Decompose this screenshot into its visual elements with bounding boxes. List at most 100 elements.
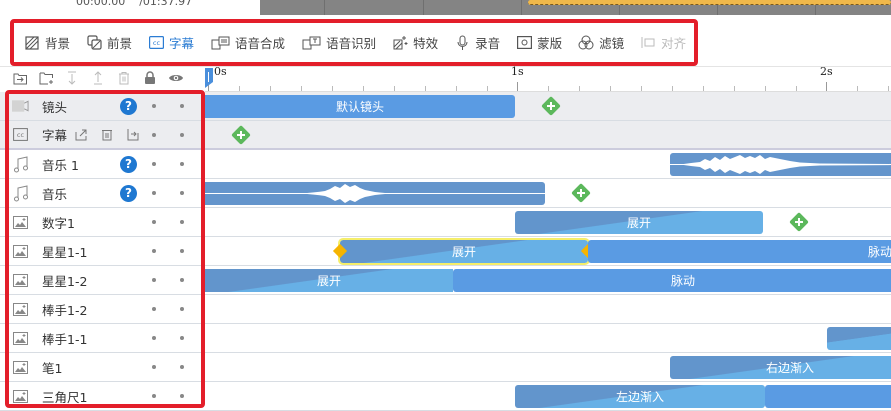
toolbar-align[interactable]: 对齐 [640,31,686,55]
add-keyframe-icon[interactable] [571,183,591,203]
track-row-star1-1[interactable]: 星星1-1 展开 脉动 [0,237,891,266]
visibility-dot[interactable] [152,394,156,398]
audio-clip[interactable] [205,182,545,205]
animation-clip[interactable] [765,385,891,408]
visibility-dot[interactable] [152,220,156,224]
track-row-pen1[interactable]: 笔1 右边渐入 [0,353,891,382]
toolbar-tts[interactable]: 语音合成 [210,31,285,55]
animation-clip[interactable] [827,327,891,350]
track-header[interactable]: 镜头 ? [0,92,205,120]
lock-dot[interactable] [180,249,184,253]
visibility-dot[interactable] [152,336,156,340]
animation-clip-selected[interactable]: 展开 [338,238,590,265]
lock-dot[interactable] [180,132,184,137]
track-header[interactable]: 笔1 [0,353,205,381]
animation-clip[interactable]: 左边渐入 [515,385,765,408]
track-lane[interactable]: 右边渐入 [205,353,891,381]
track-header[interactable]: 棒手1-1 [0,324,205,352]
new-folder-icon[interactable] [38,70,54,86]
track-row-stick1-2[interactable]: 棒手1-2 [0,295,891,324]
visibility-dot[interactable] [152,307,156,311]
visibility-dot[interactable] [152,191,156,195]
toolbar-effects[interactable]: 特效 [392,31,438,55]
lock-dot[interactable] [180,394,184,398]
lock-dot[interactable] [180,104,184,108]
import-icon[interactable] [126,128,140,142]
visibility-dot[interactable] [152,249,156,253]
move-down-icon[interactable] [64,70,80,86]
track-row-star1-2[interactable]: 星星1-2 展开 脉动 [0,266,891,295]
track-lane[interactable]: 展开 脉动 [205,266,891,294]
track-header[interactable]: 音乐 ? [0,179,205,207]
track-row-subtitle[interactable]: cc 字幕 [0,121,891,150]
help-icon[interactable]: ? [120,97,137,115]
track-row-music[interactable]: 音乐 ? [0,179,891,208]
help-icon[interactable]: ? [120,155,137,173]
animation-clip[interactable]: 脉动 [588,240,891,263]
toolbar-foreground[interactable]: 前景 [86,31,132,55]
toolbar-mask[interactable]: 蒙版 [516,31,562,55]
animation-clip[interactable]: 右边渐入 [670,356,891,379]
add-keyframe-icon[interactable] [541,96,561,116]
add-keyframe-icon[interactable] [231,125,251,145]
lock-icon[interactable] [142,70,158,86]
track-lane[interactable]: 展开 脉动 [205,237,891,265]
waveform [670,155,891,174]
lock-dot[interactable] [180,365,184,369]
animation-clip[interactable]: 展开 [515,211,763,234]
visibility-dot[interactable] [152,278,156,282]
toolbar-subtitle[interactable]: cc 字幕 [148,31,194,55]
toolbar-speech-recognition[interactable]: 语音识别 [301,31,376,55]
track-lane[interactable]: 左边渐入 [205,382,891,410]
track-header[interactable]: 星星1-2 [0,266,205,294]
track-header[interactable]: 三角尺1 [0,382,205,410]
track-lane[interactable]: 展开 [205,208,891,236]
track-header[interactable]: cc 字幕 [0,121,205,148]
import-icon[interactable] [12,70,28,86]
clip[interactable]: 默认镜头 [205,95,515,118]
align-icon [640,35,656,51]
lock-dot[interactable] [180,162,184,166]
waveform [205,184,545,203]
toolbar-record[interactable]: 录音 [454,31,500,55]
visibility-dot[interactable] [152,162,156,166]
eye-icon[interactable] [168,70,184,86]
track-lane[interactable] [205,150,891,178]
track-header[interactable]: 数字1 [0,208,205,236]
delete-icon[interactable] [100,128,114,142]
effects-icon [392,35,408,51]
add-keyframe-icon[interactable] [789,212,809,232]
lock-dot[interactable] [180,220,184,224]
export-icon[interactable] [74,128,88,142]
track-row-music-1[interactable]: 音乐 1 ? [0,150,891,179]
track-row-triangle1[interactable]: 三角尺1 左边渐入 [0,382,891,411]
track-row-number1[interactable]: 数字1 展开 [0,208,891,237]
track-row-camera[interactable]: 镜头 ? 默认镜头 [0,92,891,121]
track-header[interactable]: 棒手1-2 [0,295,205,323]
track-row-stick1-1[interactable]: 棒手1-1 [0,324,891,353]
track-header[interactable]: 音乐 1 ? [0,150,205,178]
time-ruler[interactable]: 0s 1s 2s [205,65,891,92]
lock-dot[interactable] [180,191,184,195]
toolbar-filter[interactable]: 滤镜 [578,31,624,55]
animation-clip[interactable]: 展开 [205,269,453,292]
track-lane[interactable] [205,324,891,352]
visibility-dot[interactable] [152,365,156,369]
toolbar-background[interactable]: 背景 [24,31,70,55]
track-lane[interactable]: 默认镜头 [205,92,891,120]
visibility-dot[interactable] [152,132,156,137]
visibility-dot[interactable] [152,104,156,108]
lock-dot[interactable] [180,278,184,282]
delete-icon[interactable] [116,70,132,86]
playhead-handle[interactable] [205,68,213,88]
move-up-icon[interactable] [90,70,106,86]
audio-clip[interactable] [670,153,891,176]
track-lane[interactable] [205,121,891,148]
track-lane[interactable] [205,295,891,323]
track-lane[interactable] [205,179,891,207]
help-icon[interactable]: ? [120,184,137,202]
lock-dot[interactable] [180,307,184,311]
lock-dot[interactable] [180,336,184,340]
animation-clip[interactable]: 脉动 [453,269,891,292]
track-header[interactable]: 星星1-1 [0,237,205,265]
